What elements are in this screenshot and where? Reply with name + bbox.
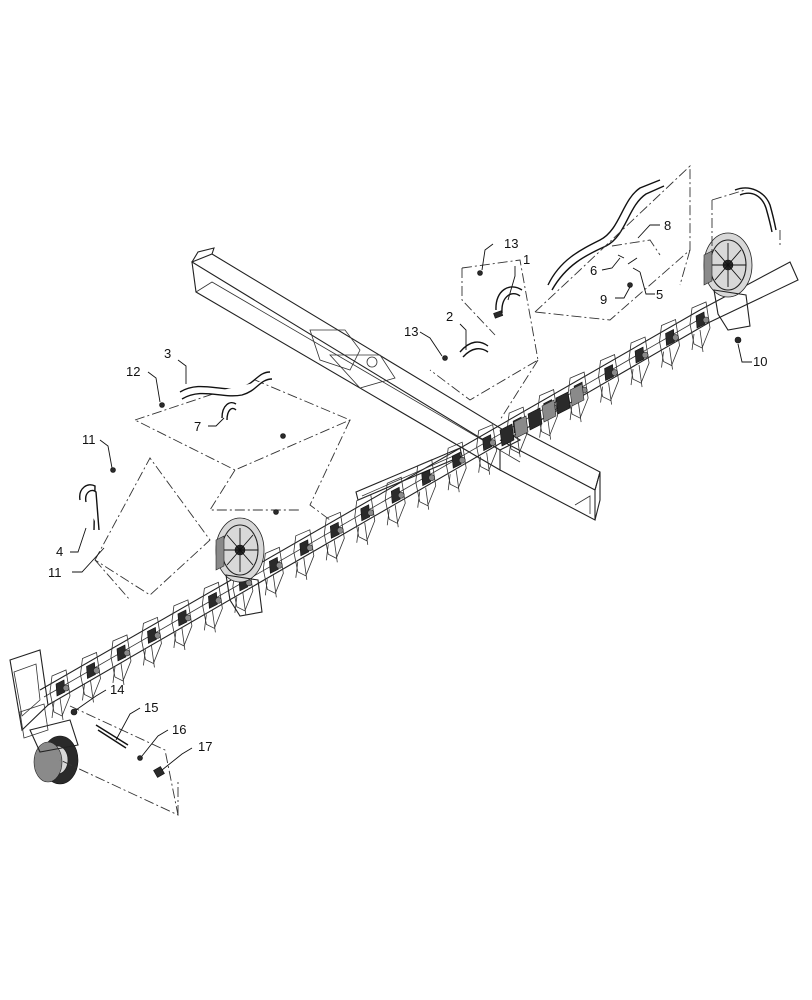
callout-13-upper: 13 [504,236,518,251]
callout-2: 2 [446,309,453,324]
callout-8: 8 [664,218,671,233]
callout-labels: 1 2 3 4 5 6 7 8 9 10 11 11 12 13 13 14 1… [48,218,767,754]
callout-3: 3 [164,346,171,361]
center-manifold-block [555,391,571,415]
row-unit [293,529,315,580]
callout-16: 17 [198,739,212,754]
callout-13-lower: 13 [404,324,418,339]
row-unit [415,459,437,510]
assembly-lines [59,164,781,816]
center-manifold-block [569,383,585,407]
callout-10: 10 [753,354,767,369]
row-unit [659,318,680,370]
row-unit [323,511,345,563]
callout-9: 9 [600,292,607,307]
callout-leaders [70,224,752,771]
row-units [49,301,711,721]
part-7-elbow [221,401,237,421]
center-manifold-block [527,407,543,431]
callout-6: 6 [590,263,597,278]
part-15-bar [95,724,129,749]
callout-5: 5 [656,287,663,302]
center-manifold-block [513,415,529,439]
small-fasteners [70,254,742,778]
callout-1: 1 [523,252,530,267]
row-unit [110,634,132,686]
callout-12: 12 [126,364,140,379]
row-unit [262,546,284,598]
callout-15: 15 [144,700,158,715]
part-1-elbow [493,286,523,319]
callout-7: 7 [194,419,201,434]
row-unit [171,599,193,650]
part-3-hose [179,371,273,400]
callout-17: 16 [172,722,186,737]
center-manifold-block [541,399,557,423]
supply-hose [547,179,777,291]
drawbar-frame [190,247,522,471]
rear-beam [499,429,601,521]
callout-11-lower: 11 [48,565,62,580]
row-unit [141,616,162,668]
gauge-wheel-assembly [19,703,79,785]
callout-11-upper: 11 [82,432,96,447]
callout-4: 4 [56,544,63,559]
row-unit [354,494,376,545]
row-unit [598,354,619,405]
row-unit [689,301,711,353]
callout-14: 14 [110,682,124,697]
row-unit [49,669,71,721]
row-unit [628,336,650,388]
meter-right [703,232,753,331]
row-unit [445,441,467,493]
meter-left [215,517,265,617]
row-unit [384,476,406,528]
part-4-hose [79,484,100,531]
part-2-hose [459,341,489,358]
row-unit [476,424,498,475]
center-manifold-block [499,423,515,447]
row-unit [201,581,223,633]
